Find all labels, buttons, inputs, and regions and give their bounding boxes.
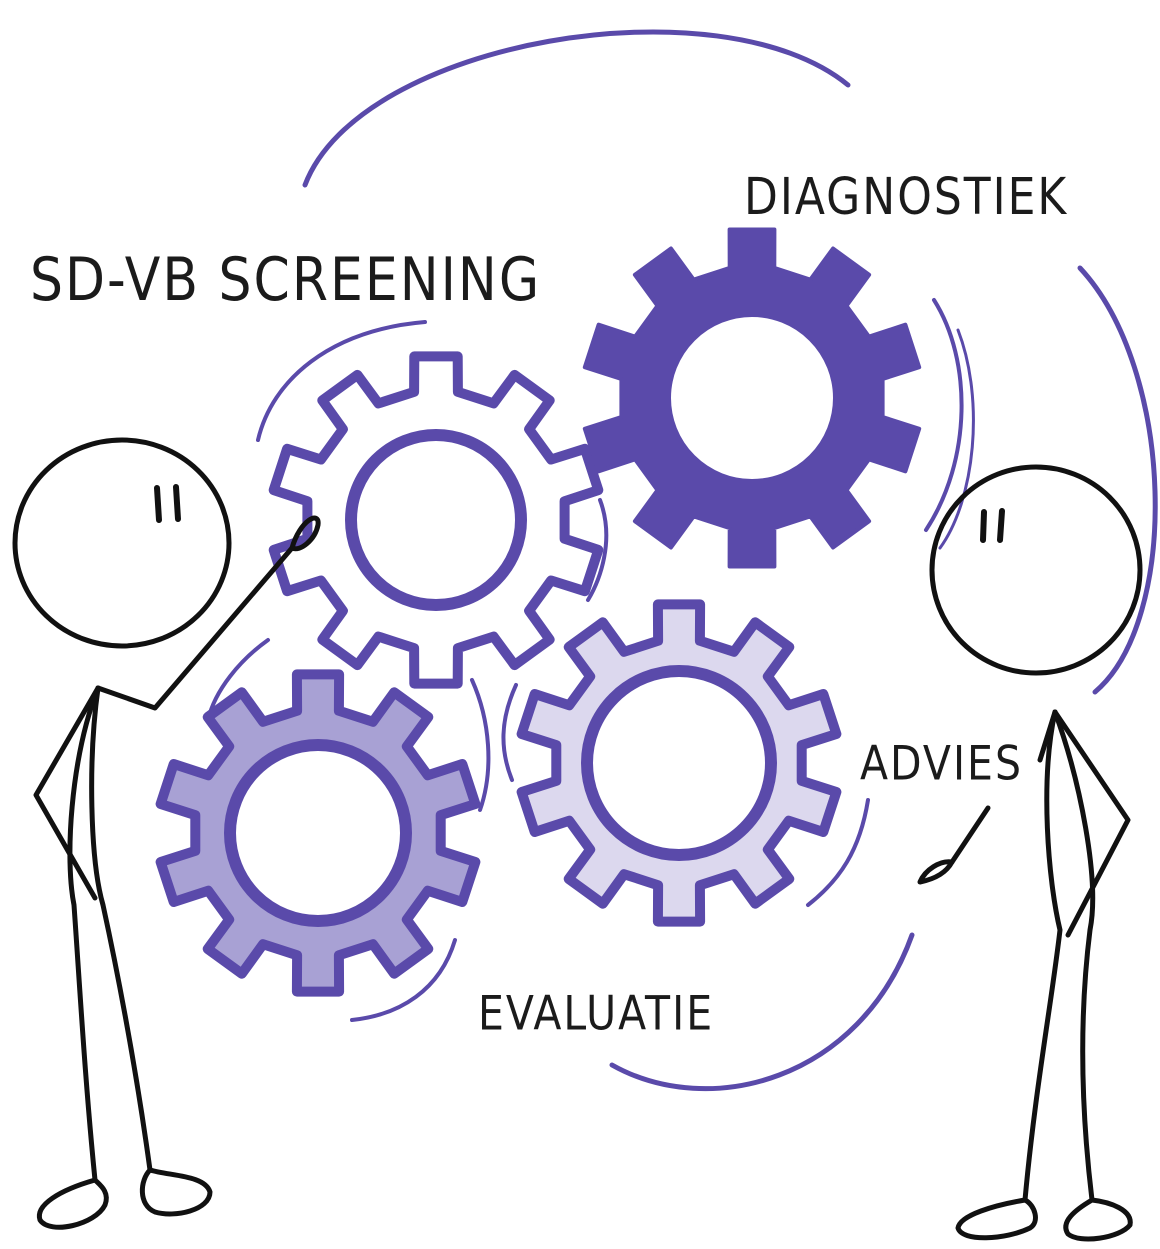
label-sd-vb-screening: SD-VB SCREENING xyxy=(30,246,542,315)
arm-pointing xyxy=(95,545,295,711)
motion-arc-small xyxy=(924,298,964,532)
label-advies: ADVIES xyxy=(860,736,1023,792)
motion-arc-bottom xyxy=(609,932,915,1092)
gear-icon xyxy=(155,669,481,997)
body-left xyxy=(1022,709,1063,1203)
motion-arc-small xyxy=(586,498,609,602)
foot-left xyxy=(36,1177,109,1230)
motion-arc-right xyxy=(1077,265,1158,695)
gear-hole xyxy=(345,429,527,611)
motion-arc-small xyxy=(806,798,870,907)
motion-arc-small xyxy=(256,320,427,442)
head xyxy=(12,437,232,649)
eyes xyxy=(154,484,181,523)
label-diagnostiek: DIAGNOSTIEK xyxy=(744,168,1069,227)
motion-arcs xyxy=(206,29,1158,1092)
gear-hole xyxy=(581,665,777,861)
body-right xyxy=(89,685,153,1173)
eyes xyxy=(980,508,1005,543)
arm-right xyxy=(1052,709,1131,938)
body-right xyxy=(1052,709,1096,1203)
motion-arc-small xyxy=(350,938,457,1022)
foot-right xyxy=(139,1167,213,1217)
motion-arc-small xyxy=(470,678,491,812)
motion-arc-small xyxy=(501,683,518,782)
motion-arc-top xyxy=(302,29,851,188)
arm-upper xyxy=(1037,709,1058,763)
stick-figure-right xyxy=(917,464,1143,1242)
motion-arc-small xyxy=(938,328,975,550)
gear-icon xyxy=(582,227,922,569)
gear-hole xyxy=(669,315,835,481)
gear-icon xyxy=(516,599,842,927)
stick-figure-left xyxy=(12,437,321,1230)
body-left xyxy=(67,685,101,1183)
foot-right xyxy=(1063,1197,1133,1242)
label-evaluatie: EVALUATIE xyxy=(478,986,715,1042)
arm-left xyxy=(33,685,101,901)
pointer-hand xyxy=(289,515,321,552)
gear-hole xyxy=(224,739,412,927)
foot-left xyxy=(955,1197,1038,1241)
gear-icon xyxy=(268,351,604,689)
pointer-hand xyxy=(917,859,955,885)
head xyxy=(929,464,1143,676)
arm-pointing xyxy=(949,805,991,865)
